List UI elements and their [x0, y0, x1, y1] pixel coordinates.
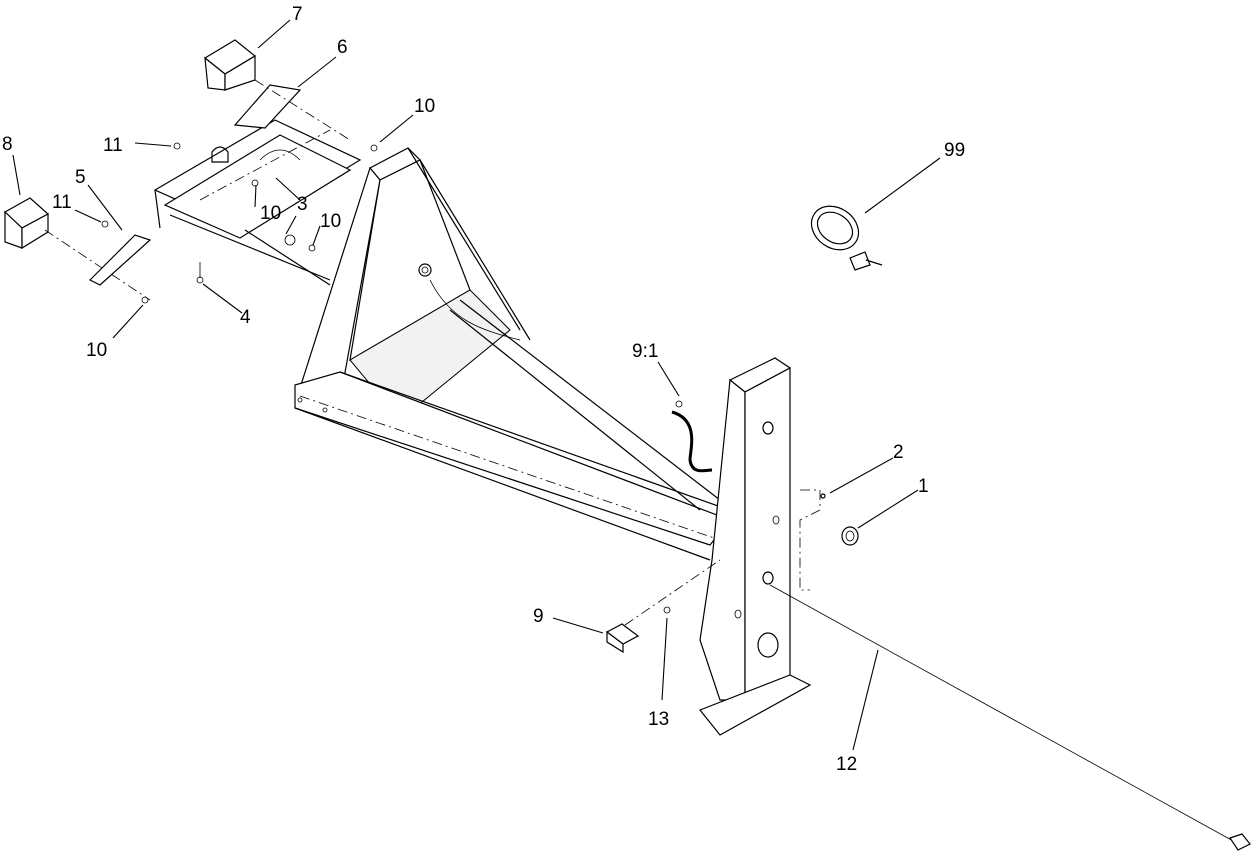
part-12-cable	[769, 584, 1251, 851]
callout-7: 7	[292, 4, 303, 25]
callout-10-right: 10	[320, 211, 341, 232]
part-8-block	[3, 197, 151, 301]
callout-10-center: 10	[260, 203, 281, 224]
callout-10-top: 10	[414, 96, 435, 117]
part-99-cable-tie	[810, 205, 883, 271]
callout-labels: 1 2 3 4 5 6 7 8 9 9:1 10 10 10 10 11 11 …	[2, 4, 965, 775]
part-5-bracket	[88, 234, 152, 286]
callout-6: 6	[337, 37, 348, 58]
callout-13: 13	[648, 709, 669, 730]
callout-2: 2	[893, 442, 904, 463]
callout-11-left: 11	[52, 192, 72, 213]
part-6-bracket	[233, 79, 351, 141]
fasteners	[101, 142, 683, 614]
callout-99: 99	[944, 140, 965, 161]
callout-9: 9	[533, 606, 544, 627]
callout-12: 12	[836, 754, 857, 775]
bracket-1-2	[799, 489, 859, 591]
callout-5: 5	[75, 167, 86, 188]
wiring-harness	[671, 410, 713, 473]
callout-9-1: 9:1	[632, 341, 658, 362]
callout-3: 3	[297, 194, 308, 215]
main-beam	[294, 299, 736, 561]
part-7-block	[203, 39, 257, 91]
callout-1: 1	[918, 476, 929, 497]
callout-4: 4	[240, 307, 251, 328]
right-post	[699, 357, 812, 736]
part-9-lamp	[605, 559, 721, 654]
upper-frame-assembly	[153, 119, 362, 286]
callout-10-bottom: 10	[86, 340, 107, 361]
leader-lines	[12, 19, 941, 751]
harness-cable	[429, 279, 521, 341]
callout-11-top: 11	[103, 135, 123, 156]
callout-8: 8	[2, 134, 13, 155]
